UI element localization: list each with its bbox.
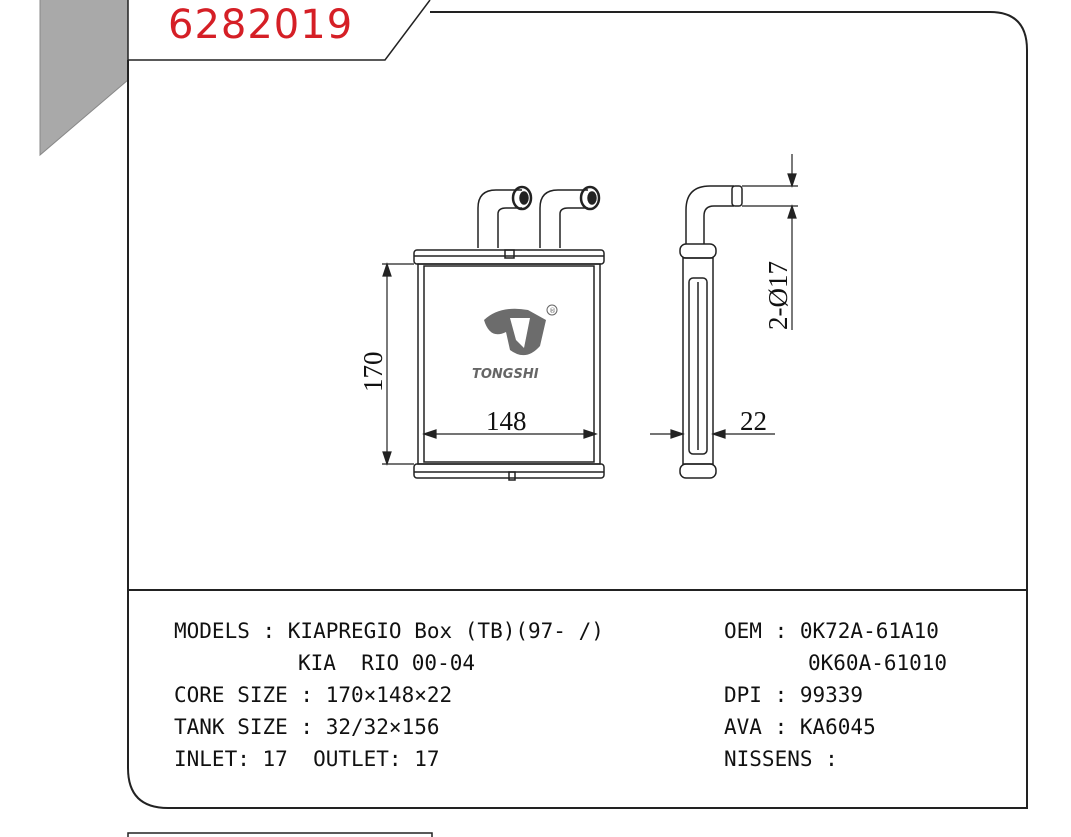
height-label: 170	[358, 352, 388, 393]
dpi-line: DPI : 99339	[724, 683, 864, 707]
models-line-2: KIA RIO 00-04	[298, 651, 476, 675]
pipe-label: 2-Ø17	[763, 261, 793, 330]
pipe-dimension	[742, 154, 798, 330]
width-label: 148	[486, 406, 527, 436]
depth-dimension	[650, 429, 775, 439]
depth-label: 22	[740, 406, 767, 436]
oem-line: OEM : 0K72A-61A10	[724, 619, 939, 643]
nissens-line: NISSENS :	[724, 747, 838, 771]
ava-line: AVA : KA6045	[724, 715, 876, 739]
height-dimension	[382, 262, 414, 466]
title-tab	[127, 0, 431, 61]
tank-size: TANK SIZE : 32/32×156	[174, 715, 440, 739]
logo-text: TONGSHI	[472, 367, 539, 382]
heater-core-side-view	[679, 185, 743, 479]
main-frame	[127, 11, 1028, 809]
part-number: 6282019	[168, 2, 354, 48]
oem-line-2: 0K60A-61010	[808, 651, 948, 675]
tongshi-logo: ® TONGSHI	[472, 304, 558, 382]
models-line: MODELS : KIAPREGIO Box (TB)(97- /)	[174, 619, 604, 643]
heater-core-front-view	[413, 185, 605, 481]
grey-tab-decoration	[40, 0, 128, 155]
width-dimension	[422, 429, 598, 439]
inlet-outlet: INLET: 17 OUTLET: 17	[174, 747, 440, 771]
core-size: CORE SIZE : 170×148×22	[174, 683, 453, 707]
registered-mark: ®	[549, 307, 556, 315]
